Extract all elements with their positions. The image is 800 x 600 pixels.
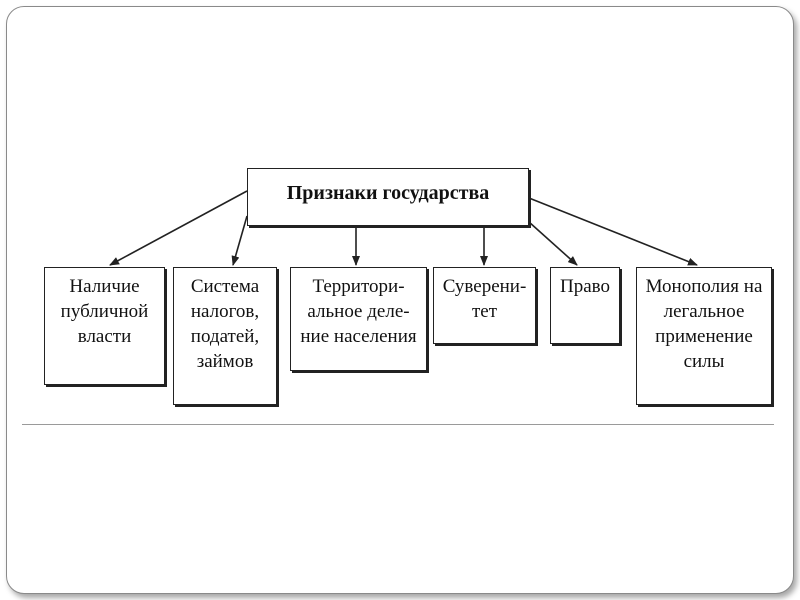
root-node-state-features: Признаки государства [247,168,529,226]
node-territorial-division: Территори- альное деле- ние населения [290,267,427,371]
node-force-monopoly: Монополия на легальное применение силы [636,267,772,405]
node-public-power: Наличие публичной власти [44,267,165,385]
arrow-to-public-power [109,190,248,266]
arrow-to-law [528,221,578,266]
arrow-to-taxes [231,215,248,266]
arrow-to-monopoly [528,197,698,266]
divider-line [22,424,774,425]
node-law: Право [550,267,620,344]
node-sovereignty: Суверени- тет [433,267,536,344]
node-tax-system: Система налогов, податей, займов [173,267,277,405]
